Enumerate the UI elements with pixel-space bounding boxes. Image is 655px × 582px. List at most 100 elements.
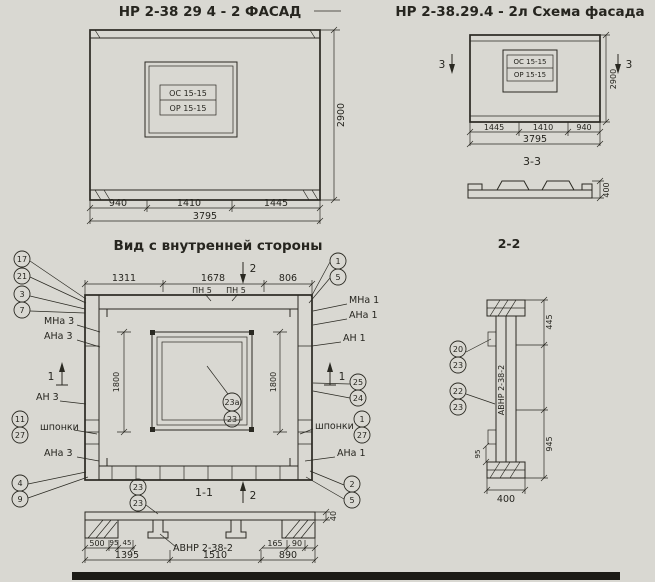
facade-corner-hatch bbox=[94, 29, 319, 201]
facade-drawing: НР 2-38 29 4 - 2 ФАСАД ОС 15-15 ОР 15-15… bbox=[86, 4, 347, 225]
callout-text: 4 bbox=[17, 479, 22, 488]
callout-circle bbox=[343, 491, 361, 509]
facade-panel-bands bbox=[90, 37, 320, 191]
sec22-bump-top bbox=[487, 331, 497, 347]
inner-cut1-right-arrow bbox=[327, 362, 333, 372]
inner-window-rect-1 bbox=[151, 331, 253, 431]
callout-text: 25 bbox=[353, 378, 363, 387]
scheme-cut-mark-left: 3 bbox=[439, 59, 446, 71]
inner-dim-1800-left: 1800 bbox=[112, 372, 121, 392]
sec22-d400: 400 bbox=[497, 494, 515, 505]
callout-text: 23 bbox=[133, 483, 143, 492]
sec11-rib1 bbox=[147, 520, 169, 539]
inner-dim-1800-left-lines bbox=[117, 328, 131, 436]
inner-window-rect-2 bbox=[156, 336, 248, 426]
profile-dim-400: 400 bbox=[602, 182, 611, 197]
leader bbox=[145, 504, 159, 515]
callout-circle bbox=[223, 410, 241, 428]
sec11-flange bbox=[84, 511, 316, 521]
sec22-dim400-lines bbox=[483, 478, 529, 494]
callout-circle bbox=[329, 268, 347, 286]
inner-view-drawing: Вид с внутренней стороны 1311 1678 806 П… bbox=[11, 238, 379, 509]
inner-cut1-right-line bbox=[324, 370, 336, 386]
inner-window-rect-3 bbox=[161, 341, 243, 421]
callout-text: 1 bbox=[359, 415, 364, 424]
section-1-1-label: 1-1 bbox=[195, 486, 213, 499]
callout-circle bbox=[13, 267, 31, 285]
inner-dim-1800-right: 1800 bbox=[269, 372, 278, 392]
sec11-d40: 40 bbox=[329, 511, 338, 521]
section-2-2-drawing: 2-2 АВНР 2-38-2 20 23 22 23 445 945 95 4… bbox=[449, 236, 554, 505]
scheme-drawing: НР 2-38.29.4 - 2л Схема фасада ОС 15-15 … bbox=[395, 4, 645, 202]
sheet-bottom-edge bbox=[72, 572, 620, 580]
callout-leaders bbox=[29, 260, 87, 304]
anchor-label-ana3-bot: АНа 3 bbox=[44, 448, 73, 459]
callout-text: 5 bbox=[349, 496, 354, 505]
scheme-dim-seg3: 940 bbox=[576, 123, 591, 132]
callout-text: 23 bbox=[227, 415, 237, 424]
callout-text: 21 bbox=[17, 272, 27, 281]
callout-circle bbox=[13, 301, 31, 319]
sec11-d95: 95 bbox=[110, 539, 119, 547]
sec11-right-hatch bbox=[284, 519, 315, 539]
sec11-right-block bbox=[281, 519, 316, 539]
callout-leaders bbox=[308, 261, 331, 304]
callout-text: 23а bbox=[224, 398, 239, 407]
sec22-bottom-detail bbox=[487, 461, 525, 479]
inner-dim-top3: 806 bbox=[279, 273, 297, 284]
inner-cut2-top-arrow bbox=[240, 274, 246, 284]
callout-circle bbox=[11, 426, 29, 444]
callout-text: 23 bbox=[453, 361, 463, 370]
inner-window-corner-marks bbox=[150, 330, 254, 432]
leader bbox=[311, 341, 342, 347]
callout-text: 9 bbox=[17, 495, 22, 504]
facade-window-outer bbox=[144, 61, 238, 138]
sec11-d165: 165 bbox=[267, 539, 282, 548]
inner-panel-frame bbox=[98, 295, 299, 480]
inner-side-key-ticks bbox=[85, 345, 312, 445]
callout-circle bbox=[129, 494, 147, 512]
callout-text: 2 bbox=[349, 480, 354, 489]
scheme-dim-seg2: 1410 bbox=[533, 123, 553, 132]
inner-panel-outline bbox=[84, 294, 313, 481]
section-3-3-label: 3-3 bbox=[523, 155, 541, 168]
callout-circle bbox=[449, 398, 467, 416]
sec11-d90: 90 bbox=[292, 539, 302, 548]
sec11-d500: 500 bbox=[89, 539, 104, 548]
scheme-cut-arrow-left bbox=[449, 64, 455, 74]
inner-dim-1800-right-lines bbox=[273, 328, 287, 436]
sec11-dim40-lines bbox=[315, 508, 330, 524]
sec11-left-block bbox=[84, 519, 119, 539]
profile-dim-lines bbox=[592, 177, 604, 202]
inner-cut1-left-mark: 1 bbox=[48, 371, 55, 383]
callout-leaders bbox=[29, 295, 86, 314]
leader bbox=[76, 324, 101, 333]
leader bbox=[76, 339, 101, 348]
inner-dim-top1: 1311 bbox=[112, 273, 136, 284]
scheme-cut-mark-right: 3 bbox=[626, 59, 633, 71]
scheme-dim-height: 2900 bbox=[609, 69, 618, 89]
inner-left-callouts: 17 21 3 7 МНа 3 АНа 3 1 АН 3 11 27 шпонк… bbox=[11, 250, 101, 508]
callout-leaders bbox=[305, 470, 345, 500]
facade-window-inner bbox=[148, 65, 234, 134]
facade-dim-seg1: 940 bbox=[109, 198, 127, 209]
callout-text: 1 bbox=[335, 257, 340, 266]
sec11-dim-lines bbox=[81, 538, 319, 564]
inner-dim-top-lines bbox=[81, 280, 316, 295]
inner-cut1-right-mark: 1 bbox=[339, 371, 346, 383]
leader bbox=[206, 365, 229, 395]
profile-bumps bbox=[467, 180, 593, 191]
sec22-top-detail bbox=[487, 299, 525, 317]
inner-corner-plates bbox=[99, 308, 298, 467]
leader bbox=[76, 456, 100, 462]
callout-circle bbox=[11, 490, 29, 508]
section-1-1-drawing: 1-1 23 23 АВНР 2-38-2 500 95 45 165 90 1… bbox=[81, 478, 338, 564]
leader bbox=[465, 393, 496, 405]
callout-text: 22 bbox=[453, 387, 463, 396]
scheme-cut-arrow-right bbox=[615, 64, 621, 74]
facade-dim-height: 2900 bbox=[336, 103, 347, 127]
callout-text: 23 bbox=[133, 499, 143, 508]
inner-right-callouts: 1 5 МНа 1 АНа 1 АН 1 1 25 24 шпонки 1 27 bbox=[299, 252, 379, 509]
